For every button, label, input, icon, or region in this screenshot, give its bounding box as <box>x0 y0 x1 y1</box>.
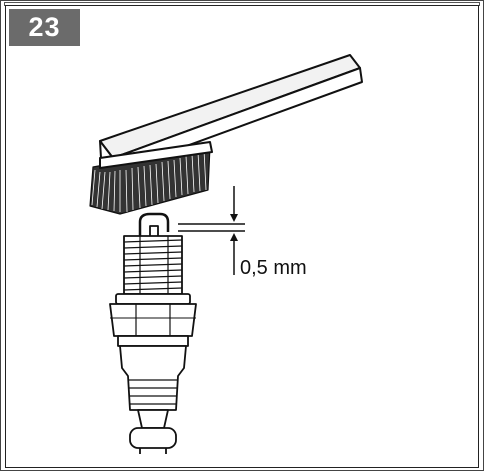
plug-terminal-cap <box>129 427 177 449</box>
wire-brush-icon <box>89 54 363 215</box>
gap-measurement <box>178 186 245 275</box>
insulator-ribs <box>129 379 177 405</box>
arrow-up-head <box>230 233 238 241</box>
top-border-strip <box>4 2 480 6</box>
plug-neck <box>117 335 189 347</box>
plug-seat <box>115 293 191 305</box>
plug-hex <box>109 303 197 337</box>
plug-terminal-neck <box>137 409 169 429</box>
arrow-down-head <box>230 214 238 222</box>
step-number-badge: 23 <box>9 9 80 46</box>
spark-plug-icon <box>109 212 197 454</box>
figure-panel <box>5 5 479 468</box>
gap-measurement-label: 0,5 mm <box>240 257 307 279</box>
ground-electrode <box>138 212 170 244</box>
plug-insulator <box>119 345 187 411</box>
thread-lines <box>123 236 183 294</box>
brush-base <box>99 141 213 169</box>
brush-handle-top <box>99 54 361 159</box>
